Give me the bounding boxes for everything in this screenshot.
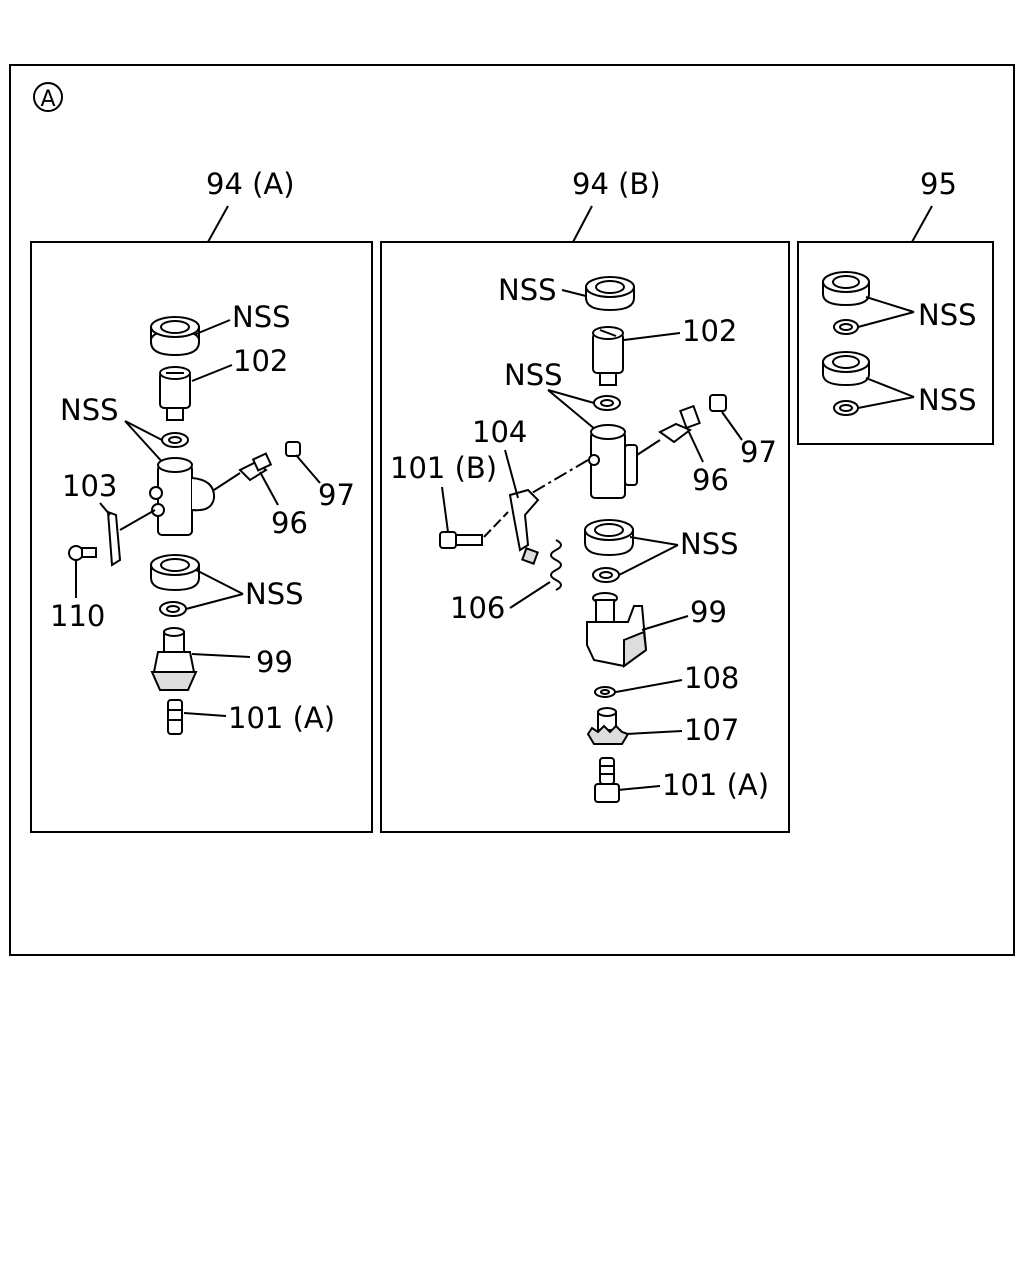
bracket-103 xyxy=(106,510,122,567)
seal-bottom-a xyxy=(150,554,200,592)
callout-94b-102: 102 xyxy=(682,314,737,348)
callout-94a-101a: 101 (A) xyxy=(228,701,335,735)
callout-94a-96: 96 xyxy=(271,506,308,540)
callout-94a-97: 97 xyxy=(318,478,355,512)
callout-94a-nss-bottom: NSS xyxy=(245,577,304,611)
plug-102-b xyxy=(592,326,624,386)
callout-95-nss-2: NSS xyxy=(918,383,977,417)
callout-94a-102: 102 xyxy=(233,344,288,378)
callout-94b-107: 107 xyxy=(684,713,739,747)
panel-94a: 94 (A) NSS 102 NSS xyxy=(30,167,373,833)
view-marker: A xyxy=(33,82,63,112)
panel-94a-title: 94 (A) xyxy=(206,167,295,201)
callout-94a-103: 103 xyxy=(62,469,117,503)
callout-95-nss-1: NSS xyxy=(918,298,977,332)
seal-top-b xyxy=(585,276,635,312)
view-marker-label: A xyxy=(40,87,55,112)
panel-94a-frame xyxy=(30,241,373,833)
plug-102-a xyxy=(159,366,191,421)
spring-106 xyxy=(550,539,562,591)
nipple-96-b xyxy=(658,404,701,444)
lever-104 xyxy=(508,488,540,565)
callout-94b-101b: 101 (B) xyxy=(390,451,497,485)
callout-94b-nss-mid: NSS xyxy=(504,358,563,392)
screw-110 xyxy=(68,545,97,561)
callout-94a-110: 110 xyxy=(50,599,105,633)
outer-frame xyxy=(9,64,1015,956)
shaft-99-b xyxy=(586,592,648,668)
seal-95-2 xyxy=(822,351,870,387)
washer-95-2 xyxy=(833,400,859,416)
seal-bottom-b xyxy=(584,519,634,557)
callout-94a-nss-top: NSS xyxy=(232,300,291,334)
callout-94b-108: 108 xyxy=(684,661,739,695)
washer-95-1 xyxy=(833,319,859,335)
body-a xyxy=(149,457,216,536)
body-b xyxy=(588,424,638,499)
callout-94b-nss-bottom: NSS xyxy=(680,527,739,561)
callout-94b-101a: 101 (A) xyxy=(662,768,769,802)
callout-94b-99: 99 xyxy=(690,595,727,629)
panel-94b-frame xyxy=(380,241,790,833)
washer-a-2 xyxy=(159,601,187,617)
callout-94b-104: 104 xyxy=(472,415,527,449)
washer-b-1 xyxy=(593,395,621,411)
panel-94b-title: 94 (B) xyxy=(572,167,661,201)
washer-b-2 xyxy=(592,567,620,583)
panel-94b: 94 (B) NSS 102 NSS xyxy=(380,167,790,833)
panel-95: 95 NSS NSS xyxy=(797,167,994,445)
cap-97-a xyxy=(285,441,301,457)
nipple-96-a xyxy=(238,452,273,482)
pin-101a-b xyxy=(594,757,620,803)
callout-94a-nss-mid: NSS xyxy=(60,393,119,427)
bolt-101b xyxy=(439,531,483,549)
callout-94b-nss-top: NSS xyxy=(498,273,557,307)
callout-94a-99: 99 xyxy=(256,645,293,679)
callout-94b-96: 96 xyxy=(692,463,729,497)
seal-top-a xyxy=(150,316,200,357)
washer-a-1 xyxy=(161,432,189,448)
panel-95-title: 95 xyxy=(920,167,957,201)
panel-95-frame xyxy=(797,241,994,445)
washer-108 xyxy=(594,686,616,698)
callout-94b-97: 97 xyxy=(740,435,777,469)
pin-101a-a xyxy=(167,699,183,735)
seal-95-1 xyxy=(822,271,870,307)
callout-94b-106: 106 xyxy=(450,591,505,625)
cap-97-b xyxy=(709,394,727,412)
gear-107 xyxy=(586,707,630,745)
shaft-99-a xyxy=(150,627,198,691)
